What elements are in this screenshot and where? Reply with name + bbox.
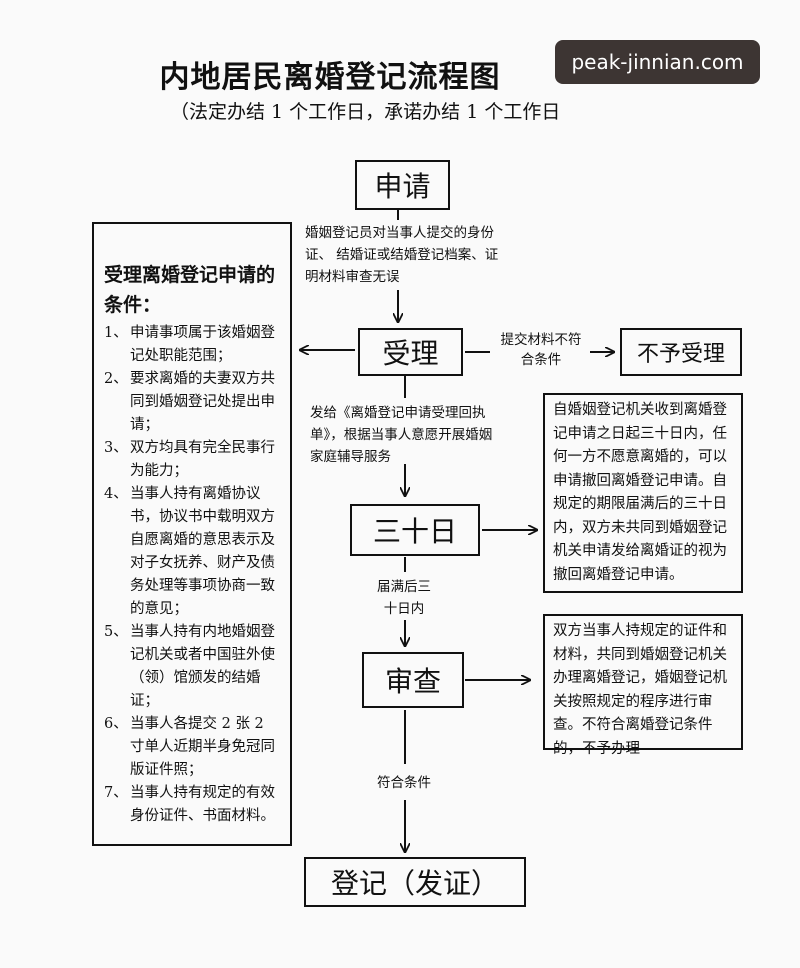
condition-item: 6、当事人各提交 2 张 2 寸单人近期半身免冠同版证件照；: [104, 713, 282, 782]
condition-text: 当事人持有离婚协议书，协议书中载明双方自愿离婚的意思表示及对子女抚养、财产及债务…: [130, 486, 275, 617]
condition-text: 当事人持有规定的有效身份证件、书面材料。: [130, 785, 275, 824]
condition-number: 2、: [104, 371, 128, 387]
page-title: 内地居民离婚登记流程图: [159, 60, 501, 95]
step-accept: 受理: [358, 328, 463, 376]
step-register: 登记（发证）: [304, 857, 526, 907]
thirty-days-info: 自婚姻登记机关收到离婚登记申请之日起三十日内，任何一方不愿意离婚的，可以申请撤回…: [543, 393, 743, 593]
condition-number: 5、: [104, 624, 128, 640]
label-review-to-register: 符合条件: [377, 775, 431, 791]
label-thirty-to-review: 届满后三十日内: [377, 579, 431, 617]
step-thirty-days: 三十日: [350, 504, 480, 556]
condition-number: 7、: [104, 785, 128, 801]
step-review: 审查: [362, 652, 464, 708]
condition-item: 1、申请事项属于该婚姻登记处职能范围；: [104, 322, 282, 368]
label-apply-to-accept: 婚姻登记员对当事人提交的身份证、 结婚证或结婚登记档案、证明材料审查无误: [305, 225, 499, 285]
page-subtitle: （法定办结 1 个工作日，承诺办结 1 个工作日: [170, 101, 561, 123]
review-info: 双方当事人持规定的证件和材料，共同到婚姻登记机关办理离婚登记，婚姻登记机关按照规…: [543, 614, 743, 757]
condition-text: 当事人各提交 2 张 2 寸单人近期半身免冠同版证件照；: [130, 716, 275, 778]
condition-number: 6、: [104, 716, 128, 732]
condition-item: 3、双方均具有完全民事行为能力；: [104, 437, 282, 483]
label-accept-to-thirty: 发给《离婚登记申请受理回执单》，根据当事人意愿开展婚姻家庭辅导服务: [310, 405, 493, 465]
watermark-badge: peak-jinnian.com: [555, 40, 760, 84]
step-apply: 申请: [355, 160, 450, 210]
condition-text: 要求离婚的夫妻双方共同到婚姻登记处提出申请；: [130, 371, 275, 433]
conditions-title: 受理离婚登记申请的条件：: [104, 264, 276, 316]
label-accept-to-reject: 提交材料不符合条件: [500, 332, 582, 368]
condition-item: 4、当事人持有离婚协议书，协议书中载明双方自愿离婚的意思表示及对子女抚养、财产及…: [104, 483, 282, 621]
condition-number: 1、: [104, 325, 128, 341]
step-reject: 不予受理: [620, 328, 742, 376]
conditions-list: 1、申请事项属于该婚姻登记处职能范围； 2、要求离婚的夫妻双方共同到婚姻登记处提…: [104, 322, 282, 828]
condition-item: 2、要求离婚的夫妻双方共同到婚姻登记处提出申请；: [104, 368, 282, 437]
condition-text: 申请事项属于该婚姻登记处职能范围；: [130, 325, 275, 364]
condition-text: 当事人持有内地婚姻登记机关或者中国驻外使（领）馆颁发的结婚证；: [130, 624, 275, 709]
condition-text: 双方均具有完全民事行为能力；: [130, 440, 275, 479]
condition-number: 4、: [104, 486, 128, 502]
conditions-box: 受理离婚登记申请的条件： 1、申请事项属于该婚姻登记处职能范围； 2、要求离婚的…: [92, 222, 292, 846]
condition-item: 7、当事人持有规定的有效身份证件、书面材料。: [104, 782, 282, 828]
condition-number: 3、: [104, 440, 128, 456]
condition-item: 5、当事人持有内地婚姻登记机关或者中国驻外使（领）馆颁发的结婚证；: [104, 621, 282, 713]
